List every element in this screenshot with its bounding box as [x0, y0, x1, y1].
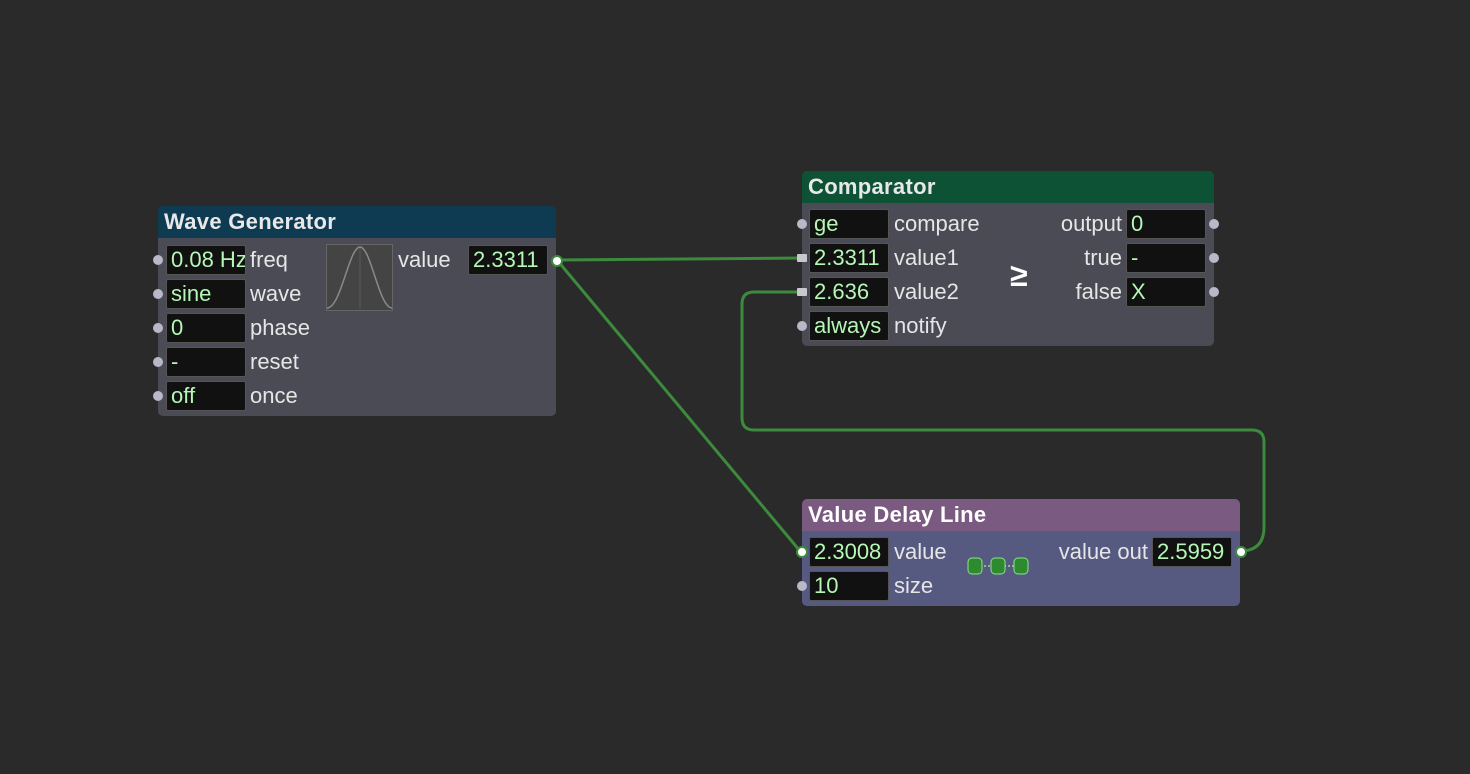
node-title[interactable]: Comparator — [802, 171, 1214, 203]
output-port[interactable] — [1209, 219, 1219, 229]
value-out-port[interactable] — [1235, 546, 1247, 558]
false-port[interactable] — [1209, 287, 1219, 297]
value-output-field: 2.3311 — [468, 245, 548, 275]
value1-label: value1 — [894, 245, 959, 270]
compare-input-port[interactable] — [797, 219, 807, 229]
size-label: size — [894, 573, 934, 598]
value-input-port[interactable] — [796, 546, 808, 558]
wave-field[interactable]: sine — [166, 279, 246, 309]
node-title[interactable]: Wave Generator — [158, 206, 556, 238]
true-port[interactable] — [1209, 253, 1219, 263]
notify-field[interactable]: always — [809, 311, 889, 341]
value-out-field: 2.5959 — [1152, 537, 1232, 567]
reset-input-port[interactable] — [153, 357, 163, 367]
value-output-port[interactable] — [551, 255, 563, 267]
phase-field[interactable]: 0 — [166, 313, 246, 343]
false-field: X — [1126, 277, 1206, 307]
compare-label: compare — [894, 211, 980, 236]
value2-label: value2 — [894, 279, 959, 304]
value2-input-port[interactable] — [797, 288, 807, 296]
once-label: once — [250, 383, 298, 408]
value-field[interactable]: 2.3008 — [809, 537, 889, 567]
reset-label: reset — [250, 349, 299, 374]
false-label: false — [1075, 279, 1122, 304]
wave-generator-node[interactable]: Wave Generator 0.08 Hz freq sine wave 0 … — [153, 206, 563, 416]
wave-input-port[interactable] — [153, 289, 163, 299]
value-output-label: value — [398, 247, 451, 272]
wire-wave-to-delay-value[interactable] — [555, 259, 802, 552]
comparison-operator-icon: ≥ — [1010, 257, 1028, 293]
wave-label: wave — [250, 281, 302, 306]
value-delay-line-node[interactable]: Value Delay Line 2.3008 value 10 size va… — [796, 499, 1247, 606]
value1-field[interactable]: 2.3311 — [809, 243, 889, 273]
sine-wave-icon — [326, 246, 393, 309]
freq-field[interactable]: 0.08 Hz — [166, 245, 246, 275]
value2-field[interactable]: 2.636 — [809, 277, 889, 307]
compare-field[interactable]: ge — [809, 209, 889, 239]
output-field: 0 — [1126, 209, 1206, 239]
waveform-preview — [326, 244, 393, 311]
value-out-label: value out — [1058, 539, 1148, 564]
output-label: output — [1060, 211, 1122, 236]
notify-label: notify — [894, 313, 947, 338]
size-field[interactable]: 10 — [809, 571, 889, 601]
wire-wave-to-value1[interactable] — [556, 256, 803, 262]
value-label: value — [894, 539, 947, 564]
once-input-port[interactable] — [153, 391, 163, 401]
size-input-port[interactable] — [797, 581, 807, 591]
value1-input-port[interactable] — [797, 254, 807, 262]
comparator-node[interactable]: Comparator ge compare 2.3311 value1 2.63… — [797, 171, 1219, 346]
true-field: - — [1126, 243, 1206, 273]
true-label: true — [1084, 245, 1122, 270]
phase-input-port[interactable] — [153, 323, 163, 333]
freq-label: freq — [250, 247, 288, 272]
delay-chain-icon — [967, 557, 1029, 575]
phase-label: phase — [250, 315, 310, 340]
freq-input-port[interactable] — [153, 255, 163, 265]
reset-field[interactable]: - — [166, 347, 246, 377]
once-field[interactable]: off — [166, 381, 246, 411]
notify-input-port[interactable] — [797, 321, 807, 331]
node-title[interactable]: Value Delay Line — [802, 499, 1240, 531]
